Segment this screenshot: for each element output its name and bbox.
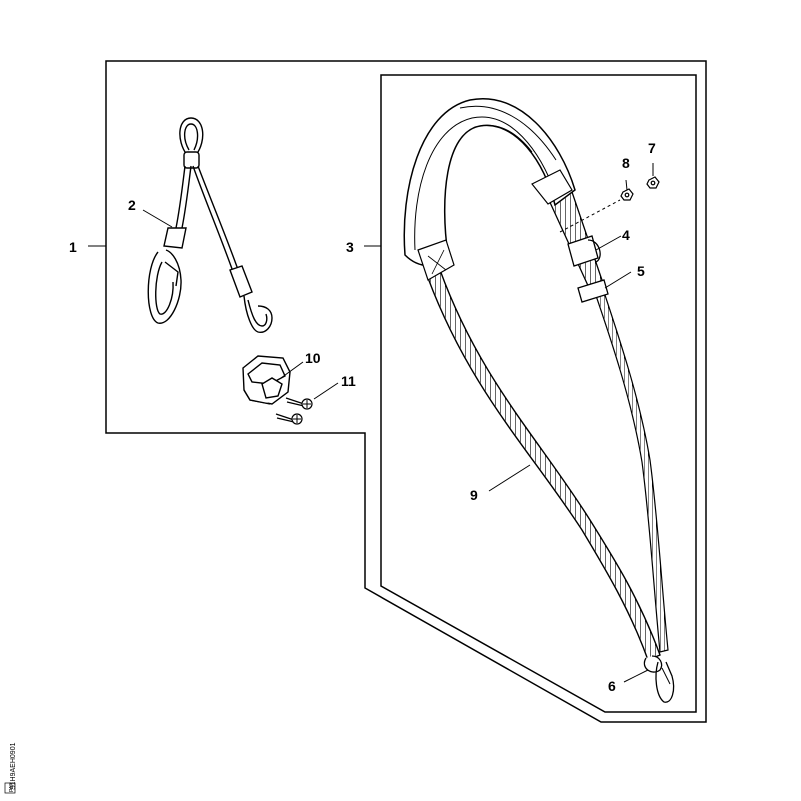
callout-10: 10 xyxy=(305,350,321,366)
drawing-code: S1H9AEH0901 xyxy=(10,742,17,790)
callout-6: 6 xyxy=(608,678,616,694)
screws xyxy=(275,397,313,425)
clip-part xyxy=(242,355,291,405)
callout-11: 11 xyxy=(341,373,356,389)
harness-strap xyxy=(403,97,675,703)
small-nuts xyxy=(620,176,660,201)
lanyard-assembly xyxy=(147,117,273,333)
leader-lines xyxy=(88,163,654,683)
callout-5: 5 xyxy=(637,263,645,279)
assembly-line xyxy=(559,199,621,233)
drawing-tag: PAR xyxy=(9,782,15,792)
group-outline-outer xyxy=(105,60,707,723)
callout-1: 1 xyxy=(69,239,77,255)
callout-4: 4 xyxy=(622,227,630,243)
callout-8: 8 xyxy=(622,155,630,171)
callout-9: 9 xyxy=(470,487,478,503)
drawing-tag-box xyxy=(4,782,16,794)
callout-7: 7 xyxy=(648,140,656,156)
callout-2: 2 xyxy=(128,197,136,213)
group-outline-inner xyxy=(380,74,697,713)
callout-3: 3 xyxy=(346,239,354,255)
